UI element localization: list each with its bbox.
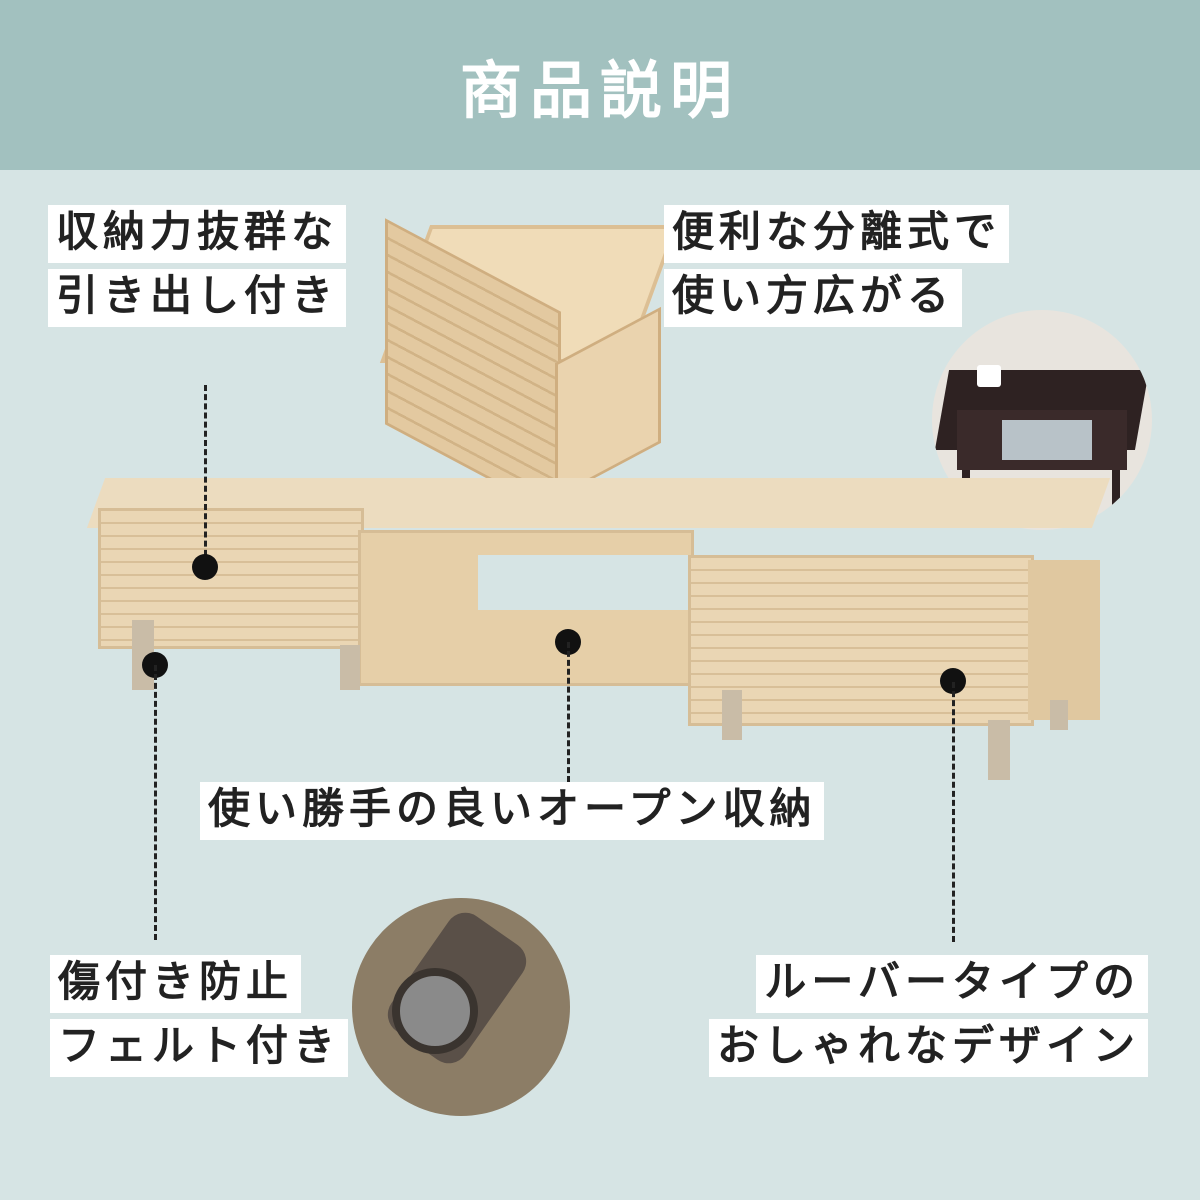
label-line: ルーバータイプの — [756, 955, 1148, 1013]
label-line: 収納力抜群な — [48, 205, 347, 263]
callout-line-felt — [154, 665, 157, 940]
page-title: 商品説明 — [459, 54, 740, 127]
drawer-image — [379, 218, 679, 518]
callout-line-drawer — [204, 385, 207, 565]
feature-open-storage-label: 使い勝手の良いオープン収納 — [200, 782, 825, 846]
label-line: 便利な分離式で — [664, 205, 1010, 263]
label-line: おしゃれなデザイン — [708, 1019, 1148, 1077]
label-line: 引き出し付き — [48, 269, 347, 327]
callout-dot-drawer — [192, 554, 218, 580]
felt-leg-photo — [352, 898, 570, 1116]
feature-drawer-label: 収納力抜群な 引き出し付き — [48, 205, 347, 333]
feature-separable-label: 便利な分離式で 使い方広がる — [664, 205, 1010, 333]
label-line: 使い方広がる — [664, 269, 963, 327]
callout-line-louver — [952, 682, 955, 942]
feature-louver-label: ルーバータイプの おしゃれなデザイン — [708, 955, 1148, 1083]
label-line: 使い勝手の良いオープン収納 — [200, 782, 825, 840]
callout-line-open-storage — [567, 642, 570, 782]
label-line: 傷付き防止 — [50, 955, 302, 1013]
feature-felt-label: 傷付き防止 フェルト付き — [50, 955, 349, 1083]
header-banner: 商品説明 — [0, 0, 1200, 170]
label-line: フェルト付き — [50, 1019, 349, 1077]
